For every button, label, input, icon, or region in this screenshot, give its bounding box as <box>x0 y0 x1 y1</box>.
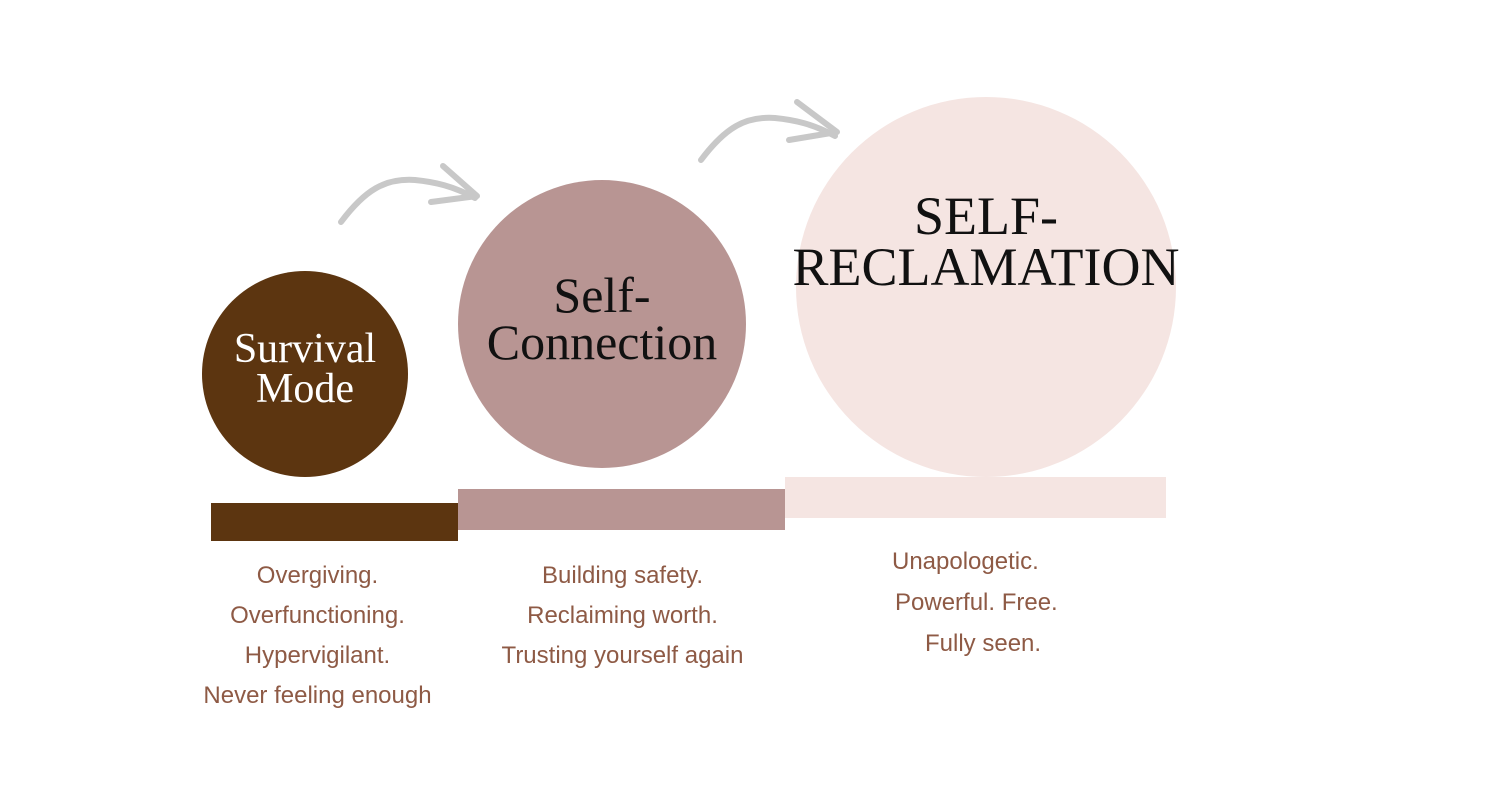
description-line: Overfunctioning. <box>230 602 405 629</box>
stage-description-survival-mode: Overgiving. Overfunctioning. Hypervigila… <box>180 556 455 716</box>
stage-title-line: Survival <box>233 326 377 373</box>
curved-arrow-right-icon <box>698 99 840 163</box>
description-line: Powerful. Free. <box>895 589 1058 616</box>
stage-title-line: Connection <box>486 314 718 370</box>
stage-title-line: Self- <box>553 266 651 323</box>
stage-title: Self- Connection <box>486 266 718 370</box>
stage-circle-self-connection: Self- Connection <box>458 180 746 468</box>
description-line: Unapologetic. <box>892 548 1039 575</box>
stage-title-line: RECLAMATION <box>792 237 1180 297</box>
stage-circle-survival-mode: Survival Mode <box>202 271 408 477</box>
stage-step-bar-survival-mode <box>211 503 458 541</box>
curved-arrow-right-icon <box>338 163 480 225</box>
stage-title: Survival Mode <box>233 326 377 412</box>
description-line: Trusting yourself again <box>501 642 744 669</box>
stage-title-line: Mode <box>255 366 354 412</box>
description-line: Building safety. <box>542 562 703 589</box>
stage-step-bar-self-connection <box>458 489 785 530</box>
stage-circle-self-reclamation: SELF- RECLAMATION <box>793 97 1180 477</box>
description-line: Fully seen. <box>925 630 1042 657</box>
description-line: Reclaiming worth. <box>527 602 718 629</box>
stage-title: SELF- RECLAMATION <box>792 185 1180 297</box>
stage-description-self-connection: Building safety. Reclaiming worth. Trust… <box>470 556 775 676</box>
description-line: Overgiving. <box>256 562 379 589</box>
stage-description-self-reclamation: Unapologetic. Powerful. Free. Fully seen… <box>880 541 1100 664</box>
stage-title-line: SELF- <box>913 185 1059 246</box>
description-line: Never feeling enough <box>203 682 432 709</box>
stage-step-bar-self-reclamation <box>785 477 1166 518</box>
description-line: Hypervigilant. <box>244 642 391 669</box>
